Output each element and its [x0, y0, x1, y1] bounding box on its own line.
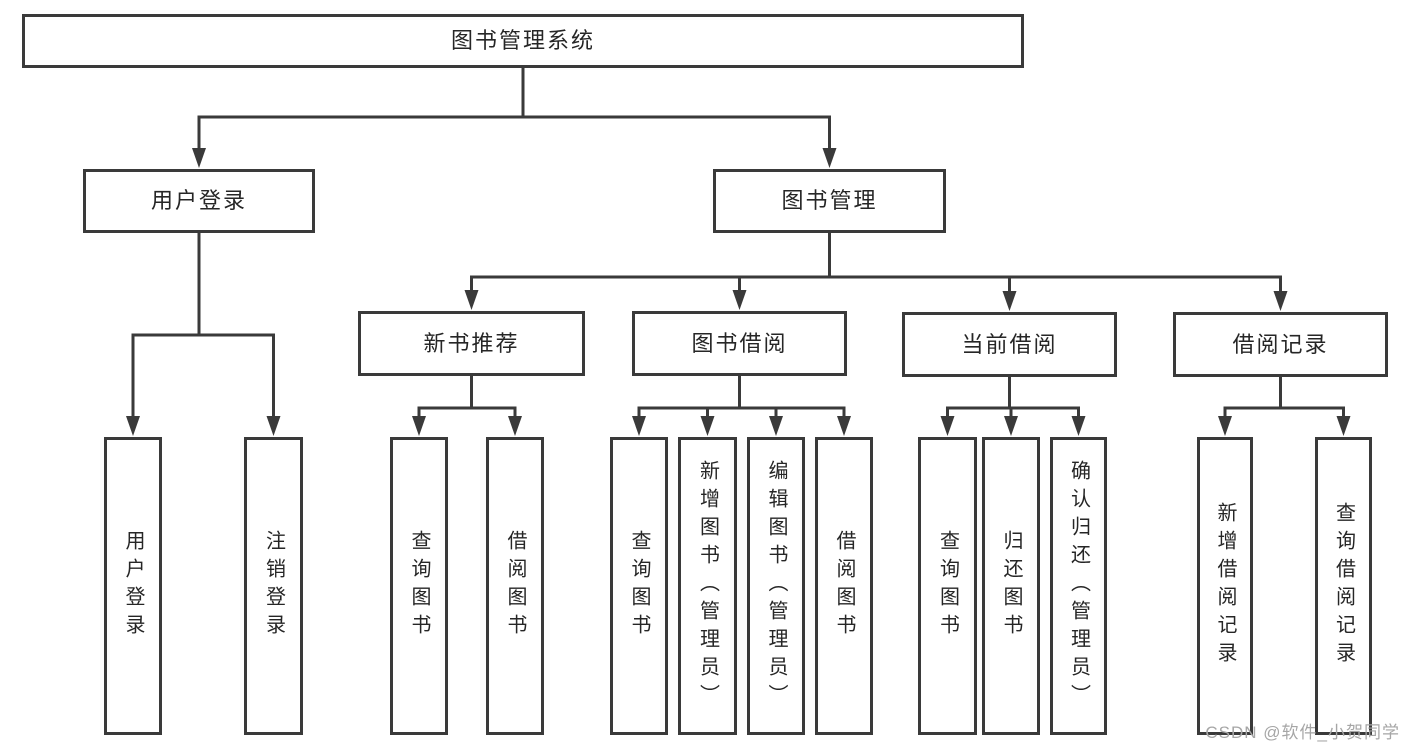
node-leaf-query-borrow-rec: 查询借阅记录 [1315, 437, 1372, 735]
node-leaf-borrow-book-1: 借阅图书 [486, 437, 544, 735]
node-label: 查询图书 [936, 530, 959, 642]
node-label: 图书管理 [781, 188, 878, 213]
node-current-borrow: 当前借阅 [902, 312, 1117, 377]
node-leaf-user-login: 用户登录 [104, 437, 162, 735]
node-new-book-recommend: 新书推荐 [358, 311, 585, 376]
node-leaf-confirm-return: 确认归还（管理员） [1050, 437, 1107, 735]
node-book-borrow: 图书借阅 [632, 311, 847, 376]
node-label: 查询借阅记录 [1332, 502, 1355, 670]
node-leaf-query-book-1: 查询图书 [390, 437, 448, 735]
node-label: 新书推荐 [423, 330, 520, 356]
node-book-management: 图书管理 [713, 169, 946, 233]
node-leaf-query-book-3: 查询图书 [918, 437, 977, 735]
node-user-login: 用户登录 [83, 169, 315, 233]
node-label: 图书管理系统 [450, 28, 595, 53]
node-label: 新增借阅记录 [1214, 502, 1236, 670]
node-label: 借阅图书 [833, 530, 855, 642]
node-label: 借阅图书 [504, 530, 526, 642]
node-label: 用户登录 [122, 530, 144, 642]
node-leaf-query-book-2: 查询图书 [610, 437, 668, 735]
node-leaf-return-book: 归还图书 [982, 437, 1040, 735]
node-leaf-add-borrow-rec: 新增借阅记录 [1197, 437, 1253, 735]
watermark: CSDN @软件_小贺同学 [1205, 723, 1400, 742]
node-label: 查询图书 [408, 530, 430, 642]
node-label: 借阅记录 [1232, 331, 1329, 357]
node-label: 图书借阅 [691, 330, 788, 356]
node-label: 查询图书 [628, 530, 650, 642]
node-leaf-borrow-book-2: 借阅图书 [815, 437, 873, 735]
node-leaf-logout: 注销登录 [244, 437, 303, 735]
node-label: 用户登录 [150, 188, 247, 213]
node-label: 归还图书 [1000, 530, 1022, 642]
node-label: 新增图书（管理员） [696, 460, 719, 712]
node-leaf-edit-book: 编辑图书（管理员） [747, 437, 805, 735]
node-borrow-records: 借阅记录 [1173, 312, 1388, 377]
node-label: 确认归还（管理员） [1067, 460, 1090, 712]
node-root: 图书管理系统 [22, 14, 1024, 68]
node-label: 编辑图书（管理员） [765, 460, 787, 712]
node-label: 当前借阅 [961, 331, 1058, 357]
node-label: 注销登录 [262, 530, 285, 642]
node-leaf-add-book: 新增图书（管理员） [678, 437, 737, 735]
